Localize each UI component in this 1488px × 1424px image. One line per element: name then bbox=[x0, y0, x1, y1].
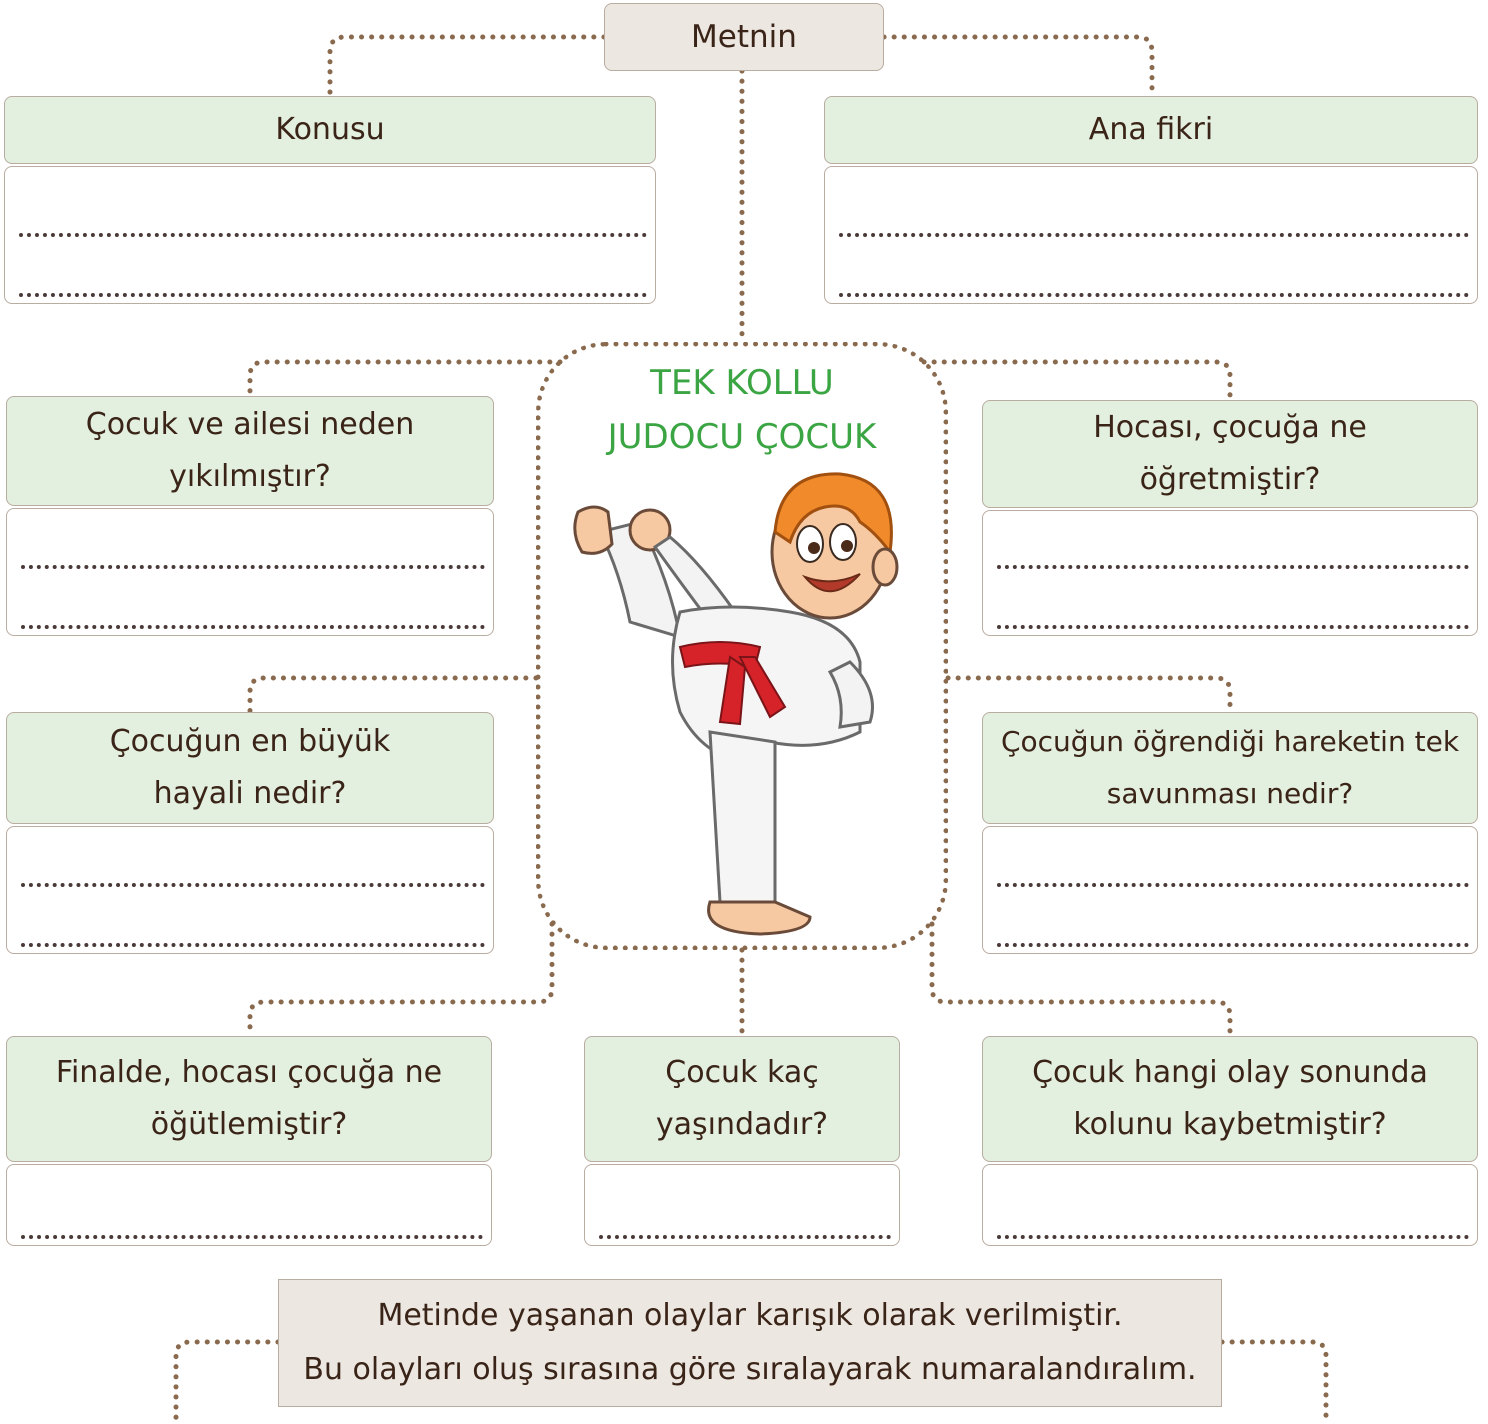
instructions-line2: Bu olayları oluş sırasına göre sıralayar… bbox=[303, 1352, 1197, 1387]
answer-line bbox=[21, 625, 485, 629]
main-idea-label: Ana fikri bbox=[1088, 112, 1214, 147]
answer-line bbox=[839, 293, 1469, 297]
q3-header: Çocuğun en büyük hayali nedir? bbox=[6, 712, 494, 824]
q6-line2: yaşındadır? bbox=[655, 1107, 829, 1142]
story-title-line1: TEK KOLLU bbox=[650, 363, 834, 403]
topic-label: Konusu bbox=[275, 112, 385, 147]
topic-answer-box[interactable] bbox=[4, 166, 656, 304]
q2-header: Hocası, çocuğa ne öğretmiştir? bbox=[982, 400, 1478, 508]
q6-answer-box[interactable] bbox=[584, 1164, 900, 1246]
q5-line1: Finalde, hocası çocuğa ne bbox=[55, 1055, 443, 1090]
instructions-box: Metinde yaşanan olaylar karışık olarak v… bbox=[278, 1279, 1222, 1407]
q4-header: Çocuğun öğrendiği hareketin tek savunmas… bbox=[982, 712, 1478, 824]
q4-line2: savunması nedir? bbox=[1106, 777, 1354, 810]
answer-line bbox=[997, 943, 1469, 947]
q7-answer-box[interactable] bbox=[982, 1164, 1478, 1246]
center-story-frame bbox=[536, 342, 948, 950]
answer-line bbox=[19, 233, 647, 237]
answer-line bbox=[997, 883, 1469, 887]
story-title: TEK KOLLU JUDOCU ÇOCUK bbox=[540, 356, 944, 464]
q7-line1: Çocuk hangi olay sonunda bbox=[1032, 1055, 1428, 1090]
q4-line1: Çocuğun öğrendiği hareketin tek bbox=[1000, 725, 1460, 758]
q7-header: Çocuk hangi olay sonunda kolunu kaybetmi… bbox=[982, 1036, 1478, 1162]
q2-line2: öğretmiştir? bbox=[1139, 462, 1321, 497]
q2-answer-box[interactable] bbox=[982, 510, 1478, 636]
q1-line1: Çocuk ve ailesi neden bbox=[85, 407, 415, 442]
q5-header: Finalde, hocası çocuğa ne öğütlemiştir? bbox=[6, 1036, 492, 1162]
judo-boy-illustration bbox=[573, 472, 899, 936]
main-idea-header: Ana fikri bbox=[824, 96, 1478, 164]
answer-line bbox=[599, 1235, 891, 1239]
q3-line1: Çocuğun en büyük bbox=[109, 724, 391, 759]
metnin-box: Metnin bbox=[604, 3, 884, 71]
q1-answer-box[interactable] bbox=[6, 508, 494, 636]
instructions-line1: Metinde yaşanan olaylar karışık olarak v… bbox=[377, 1298, 1123, 1333]
metnin-label: Metnin bbox=[691, 19, 797, 55]
q6-header: Çocuk kaç yaşındadır? bbox=[584, 1036, 900, 1162]
answer-line bbox=[21, 943, 485, 947]
q3-line2: hayali nedir? bbox=[153, 776, 347, 811]
answer-line bbox=[997, 625, 1469, 629]
q2-line1: Hocası, çocuğa ne bbox=[1093, 410, 1367, 445]
answer-line bbox=[21, 1235, 483, 1239]
q3-answer-box[interactable] bbox=[6, 826, 494, 954]
q1-header: Çocuk ve ailesi neden yıkılmıştır? bbox=[6, 396, 494, 506]
answer-line bbox=[839, 233, 1469, 237]
answer-line bbox=[21, 883, 485, 887]
q7-line2: kolunu kaybetmiştir? bbox=[1073, 1107, 1387, 1142]
q6-line1: Çocuk kaç bbox=[665, 1055, 819, 1090]
answer-line bbox=[997, 565, 1469, 569]
topic-header: Konusu bbox=[4, 96, 656, 164]
answer-line bbox=[21, 565, 485, 569]
answer-line bbox=[997, 1235, 1469, 1239]
answer-line bbox=[19, 293, 647, 297]
q4-answer-box[interactable] bbox=[982, 826, 1478, 954]
main-idea-answer-box[interactable] bbox=[824, 166, 1478, 304]
story-title-line2: JUDOCU ÇOCUK bbox=[607, 417, 877, 457]
q5-answer-box[interactable] bbox=[6, 1164, 492, 1246]
q1-line2: yıkılmıştır? bbox=[169, 459, 331, 494]
q5-line2: öğütlemiştir? bbox=[150, 1107, 348, 1142]
